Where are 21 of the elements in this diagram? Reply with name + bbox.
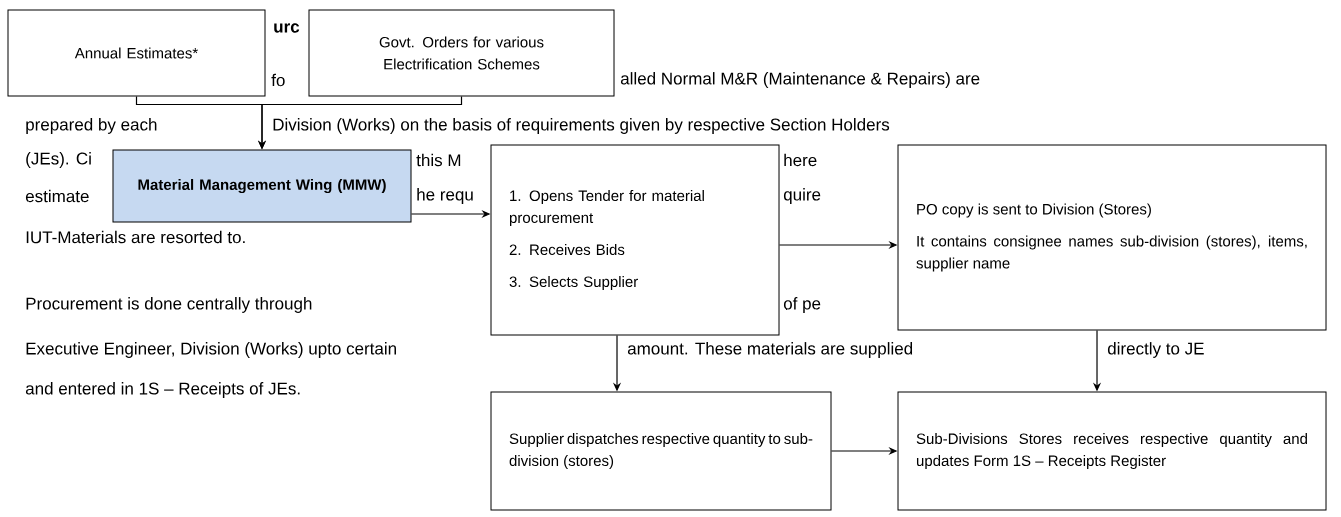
process-box: Supplier dispatches respective quantity to sub-division (stores) [490,391,832,511]
body-text: estimate [25,189,89,203]
body-text: (JEs). Ci [26,152,91,168]
process-box: Material Management Wing (MMW) [112,149,412,223]
process-box: Annual Estimates* [7,9,266,97]
body-text: fo [271,73,285,87]
body-text: Procurement is done centrally through [26,297,312,313]
process-box: Sub-Divisions Stores receives respective quantity and updates Form 1S – Receipts Register [897,391,1327,511]
body-text: and entered in 1S – Receipts of JEs. [25,382,300,398]
body-text: he requ [417,188,473,204]
body-text: Division (Works) on the basis of requirements given by respective Section Holders [273,118,890,134]
process-box: Govt. Orders for various Electrification Schemes [308,9,615,97]
body-text: prepared by each [26,118,157,134]
body-text: Executive Engineer, Division (Works) upto certain [26,342,396,358]
body-text: urc [274,23,300,33]
process-box: PO copy is sent to Division (Stores) It contains consignee names sub-division (stores), items, supplier name [897,144,1327,331]
body-text: directly to JE [1107,342,1204,358]
process-box: 1. Opens Tender for material procurement 2. Receives Bids 3. Selects Supplier [490,144,780,336]
body-text: amount. These materials are supplied [627,342,913,358]
body-text: this M [416,153,461,167]
body-text: IUT-Materials are resorted to. [26,230,245,244]
